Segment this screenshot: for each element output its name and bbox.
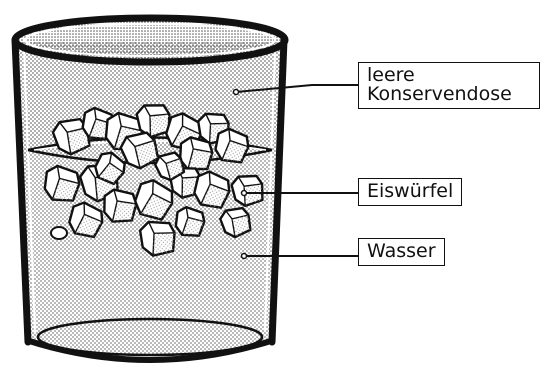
ice-cube xyxy=(214,127,250,164)
ice-cube xyxy=(135,104,171,139)
ice-cube xyxy=(103,188,138,223)
ice-cube xyxy=(193,170,231,209)
ice-cube xyxy=(51,117,91,156)
label-water: Wasser xyxy=(358,238,445,266)
label-ice-text: Eiswürfel xyxy=(367,180,454,202)
leader-can xyxy=(235,84,358,93)
ice-cube xyxy=(230,174,264,208)
leader-lines xyxy=(235,84,358,257)
ice-cube xyxy=(178,136,214,171)
bubble xyxy=(50,226,68,240)
ice-cube xyxy=(68,201,104,239)
ice-cube xyxy=(219,206,252,239)
ice-cube xyxy=(138,220,176,257)
label-ice: Eiswürfel xyxy=(358,178,463,206)
leader-dots xyxy=(232,88,248,260)
can-opening xyxy=(11,14,289,66)
label-can-line2: Konservendose xyxy=(367,83,512,105)
ice-cubes xyxy=(43,104,264,257)
label-can-line1: leere xyxy=(367,64,415,86)
ice-cube xyxy=(174,205,206,237)
ice-cube xyxy=(43,164,81,202)
ice-cube xyxy=(94,151,126,186)
ice-cube xyxy=(119,131,160,170)
label-can: leere Konservendose xyxy=(358,62,540,109)
label-water-text: Wasser xyxy=(367,240,436,262)
ice-cube xyxy=(154,151,186,182)
